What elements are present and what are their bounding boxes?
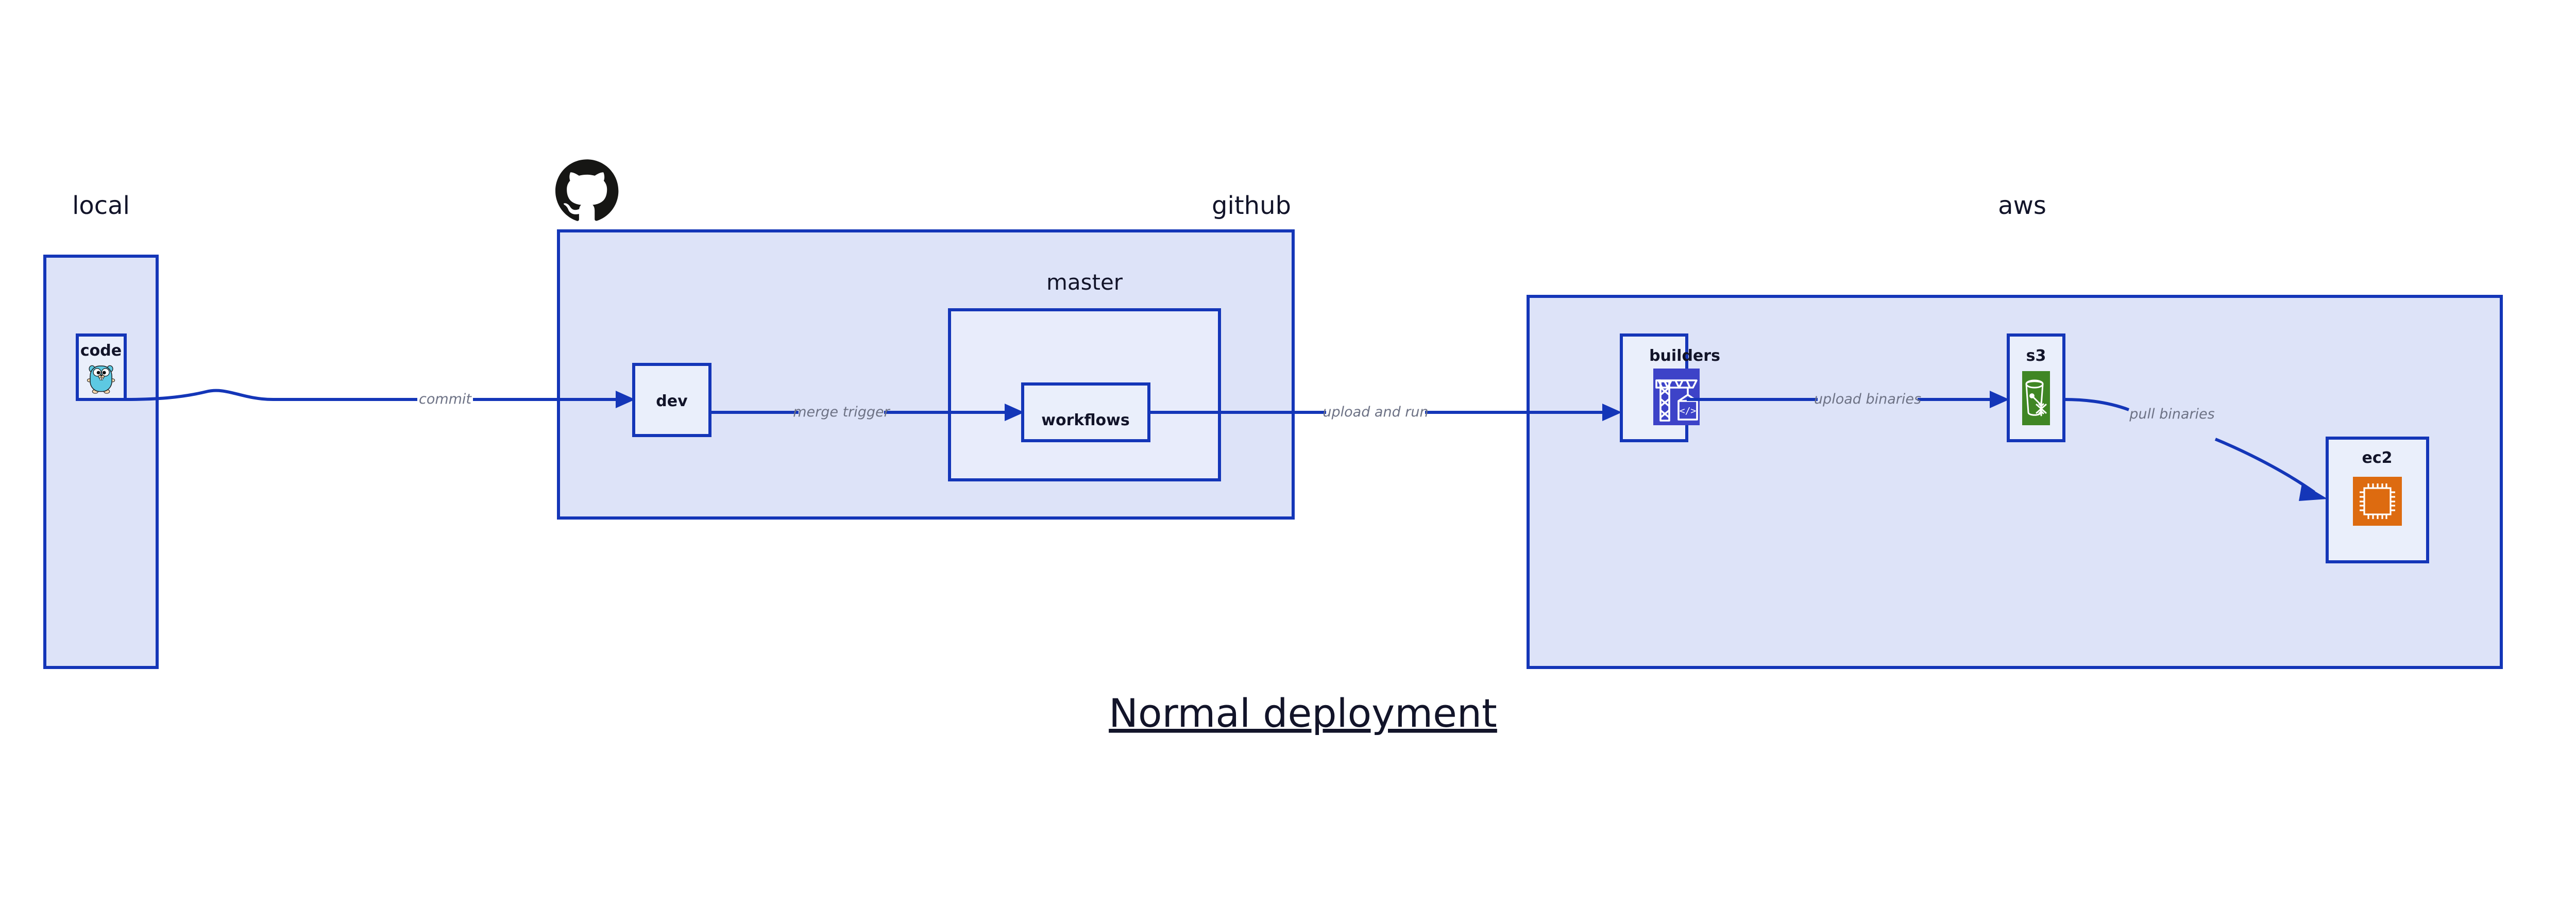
node-code[interactable]: code bbox=[76, 333, 127, 401]
edge-upload-binaries-label: upload binaries bbox=[1814, 391, 1921, 407]
node-s3-label: s3 bbox=[2026, 347, 2046, 365]
edge-commit-label: commit bbox=[419, 391, 472, 407]
subgroup-master[interactable]: master workflows bbox=[948, 270, 1221, 481]
node-code-label: code bbox=[80, 342, 122, 360]
aws-ec2-chip-icon bbox=[2353, 477, 2402, 526]
github-octocat-icon bbox=[555, 159, 619, 221]
group-local-label: local bbox=[72, 191, 130, 220]
edge-upload-binaries: upload binaries bbox=[1687, 391, 2009, 408]
edge-pull-binaries-label: pull binaries bbox=[2129, 406, 2214, 422]
node-ec2[interactable]: ec2 bbox=[2326, 437, 2429, 563]
node-workflows[interactable]: workflows bbox=[1021, 382, 1150, 442]
node-dev-label: dev bbox=[656, 392, 688, 410]
page-title: Normal deployment bbox=[1109, 690, 1497, 736]
page-title-text: Normal deployment bbox=[1109, 690, 1497, 736]
group-aws[interactable]: aws builders bbox=[1527, 191, 2503, 669]
node-workflows-label: workflows bbox=[1041, 411, 1130, 429]
group-local[interactable]: local code bbox=[43, 191, 159, 669]
node-dev-box[interactable] bbox=[632, 363, 711, 437]
group-github-label: github bbox=[1212, 191, 1291, 220]
node-builders[interactable]: builders bbox=[1620, 333, 1720, 442]
edge-commit: commit bbox=[125, 389, 635, 408]
group-local-box[interactable] bbox=[43, 255, 159, 669]
group-aws-label: aws bbox=[1998, 191, 2046, 220]
node-workflows-box[interactable] bbox=[1021, 382, 1150, 442]
edge-merge-trigger-label: merge trigger bbox=[793, 404, 890, 420]
group-github[interactable]: github dev master workflows bbox=[555, 159, 1295, 520]
edge-merge-trigger: merge trigger bbox=[710, 404, 1024, 421]
subgroup-master-label: master bbox=[1046, 270, 1123, 295]
node-ec2-label: ec2 bbox=[2362, 449, 2392, 467]
aws-codebuild-crane-icon: </> bbox=[1653, 369, 1700, 425]
aws-s3-bucket-icon bbox=[2022, 371, 2050, 425]
node-dev[interactable]: dev bbox=[632, 363, 711, 437]
edge-upload-and-run: upload and run bbox=[1149, 404, 1622, 421]
edge-pull-binaries: pull binaries bbox=[2063, 398, 2328, 501]
node-builders-label: builders bbox=[1649, 347, 1720, 365]
node-s3[interactable]: s3 bbox=[2007, 333, 2065, 442]
go-gopher-icon bbox=[87, 365, 115, 394]
svg-text:</>: </> bbox=[1680, 406, 1697, 416]
edge-upload-and-run-label: upload and run bbox=[1323, 404, 1428, 420]
